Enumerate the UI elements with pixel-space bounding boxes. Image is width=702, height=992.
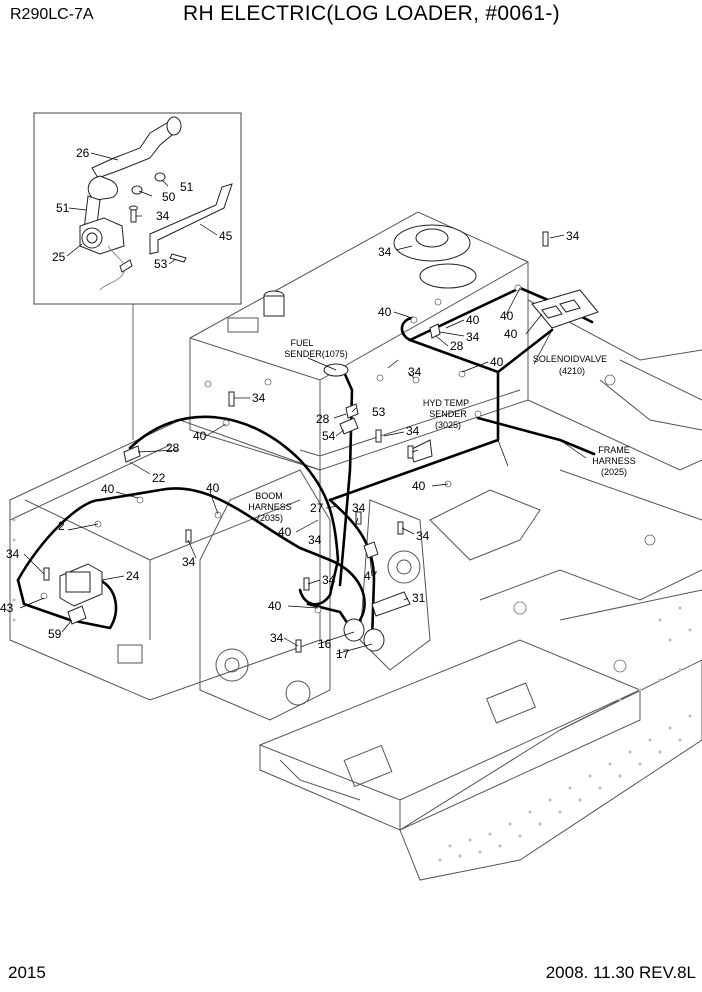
part-label: 43 [0,601,14,615]
part-label: 34 [308,533,322,547]
part-label: 51 [180,180,194,194]
part-label: 50 [162,190,176,204]
part-label: 51 [56,201,70,215]
boom-harness-label: HARNESS [248,502,292,512]
part-label: 27 [310,501,324,515]
part-label: 34 [378,245,392,259]
frame-harness-label: (2025) [601,467,627,477]
boom-harness-label: (2035) [257,513,283,523]
part-label: 40 [466,313,480,327]
part-label: 34 [252,391,266,405]
perforation-pattern [12,518,692,862]
part-label: 26 [76,146,90,160]
part-label: 54 [322,429,336,443]
boom-harness-label: BOOM [255,491,283,501]
part-label: 34 [270,631,284,645]
frame-harness-label: HARNESS [592,456,636,466]
part-label: 16 [318,637,332,651]
part-label: 40 [268,599,282,613]
part-label: 34 [322,573,336,587]
part-label: 34 [406,424,420,438]
model-code: R290LC-7A [10,6,94,23]
part-label: 34 [416,529,430,543]
part-label: 34 [566,229,580,243]
solenoid-valve-label: (4210) [559,366,585,376]
part-label: 40 [101,482,115,496]
leader-lines [19,234,587,655]
part-label: 25 [52,250,66,264]
part-label: 28 [166,441,180,455]
frame-harness-label: FRAME [598,445,630,455]
part-label: 40 [193,429,207,443]
part-label: 34 [408,365,422,379]
callout-labels: FUEL SENDER(1075) HYD TEMP SENDER (3025)… [248,338,636,523]
part-label: 17 [336,647,350,661]
detail-inset: 26 51 50 51 34 45 25 53 [33,112,242,440]
revision-date: 2008. 11.30 REV.8L [545,963,696,982]
part-label: 22 [152,471,166,485]
wiring-harness [16,231,599,653]
part-label: 40 [500,309,514,323]
part-label: 34 [466,330,480,344]
part-label: 24 [126,569,140,583]
part-label: 40 [278,525,292,539]
part-label: 34 [6,547,20,561]
part-label: 31 [412,591,426,605]
hyd-temp-sender-label: SENDER [429,409,467,419]
upper-structure [9,211,702,881]
hyd-temp-sender-label: HYD TEMP [423,398,469,408]
fuel-sender-label: SENDER(1075) [284,349,348,359]
part-label: 47 [364,569,378,583]
page-number: 2015 [8,963,46,982]
part-label: 2 [58,519,65,533]
part-label: 34 [182,555,196,569]
part-label: 59 [48,627,62,641]
part-numbers: 34 34 40 40 34 28 40 40 34 28 40 53 54 3… [0,229,580,661]
part-label: 40 [490,355,504,369]
part-label: 40 [412,479,426,493]
part-label: 53 [372,405,386,419]
solenoid-valve-label: SOLENOIDVALVE [533,354,607,364]
part-label: 34 [352,501,366,515]
part-label: 34 [156,209,170,223]
part-label: 28 [316,412,330,426]
part-label: 45 [219,229,233,243]
part-label: 40 [206,481,220,495]
fuel-sender-label: FUEL [290,338,313,348]
page-title: RH ELECTRIC(LOG LOADER, #0061-) [183,2,560,25]
part-label: 28 [450,339,464,353]
part-label: 40 [504,327,518,341]
part-label: 53 [154,257,168,271]
part-label: 40 [378,305,392,319]
hyd-temp-sender-label: (3025) [435,420,461,430]
